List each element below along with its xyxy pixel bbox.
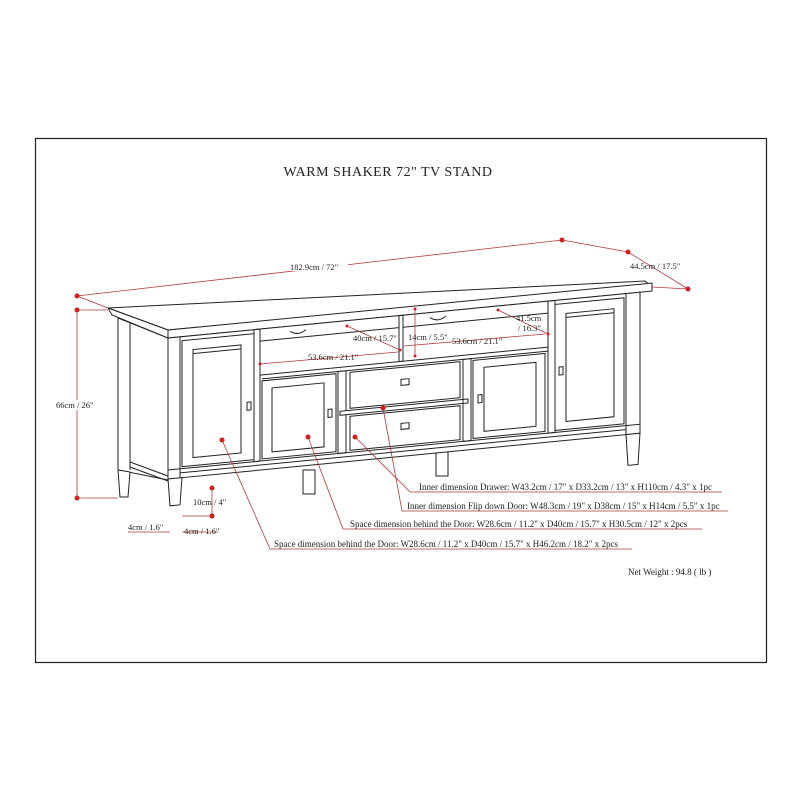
tv-stand-drawing [106, 280, 654, 507]
shelf [260, 346, 548, 376]
right-inner-door [472, 352, 546, 439]
callout-door-space-large: Space dimension behind the Door: W28.6cm… [274, 539, 618, 549]
callouts: Inner dimension Drawer: W43.2cm / 17" x … [219, 405, 728, 550]
shelf-depth-label: 40cm / 15.7" [353, 333, 397, 343]
shelf-height-label: 14cm / 5.5" [408, 332, 448, 342]
left-side-panel [117, 317, 169, 481]
door-handle [327, 408, 333, 419]
right-outer-door [554, 297, 625, 432]
net-weight: Net Weight : 94.8 ( lb ) [628, 567, 711, 577]
shelf-divider [398, 314, 404, 363]
leg-height-label: 10cm / 4" [193, 497, 226, 507]
drawer-pull [400, 422, 410, 430]
shelf-depth-right-label: 41.5cm [516, 313, 542, 323]
drawer-pull [400, 378, 410, 386]
diagram-frame [34, 137, 768, 664]
callout-drawer: Inner dimension Drawer: W43.2cm / 17" x … [419, 482, 712, 492]
front-face [167, 282, 653, 507]
leg-width-front-label: 4cm / 1.6" [184, 526, 219, 536]
front-right-leg [625, 432, 641, 466]
height-label: 66cm / 26" [56, 400, 93, 410]
drawer-rail [339, 398, 469, 416]
diagram-title: WARM SHAKER 72" TV STAND [284, 165, 493, 180]
leg-width-side-label: 4cm / 1.6" [128, 522, 163, 532]
width-label: 182.9cm / 72" [290, 262, 338, 272]
middle-foot [435, 451, 449, 477]
shelf-width-left-label: 53.6cm / 21.1" [308, 352, 358, 362]
cable-cutout [289, 315, 447, 334]
shelf-depth-right-inch-label: / 16.3" [518, 323, 541, 333]
callout-flip-door: Inner dimension Flip down Door: W48.3cm … [407, 501, 720, 511]
door-handle [477, 393, 483, 404]
front-left-leg [167, 477, 183, 507]
middle-foot [302, 469, 316, 495]
dimension-labels: 182.9cm / 72" 44.5cm / 17.5" 66cm / 26" … [55, 261, 680, 536]
shelf-width-right-label: 53.6cm / 21.1" [452, 336, 502, 346]
left-inner-door [261, 373, 337, 460]
back-left-leg [117, 469, 131, 498]
door-handle [246, 401, 252, 411]
callout-door-space-small: Space dimension behind the Door: W28.6cm… [350, 519, 688, 529]
depth-label: 44.5cm / 17.5" [630, 261, 680, 271]
door-handle [558, 366, 564, 376]
